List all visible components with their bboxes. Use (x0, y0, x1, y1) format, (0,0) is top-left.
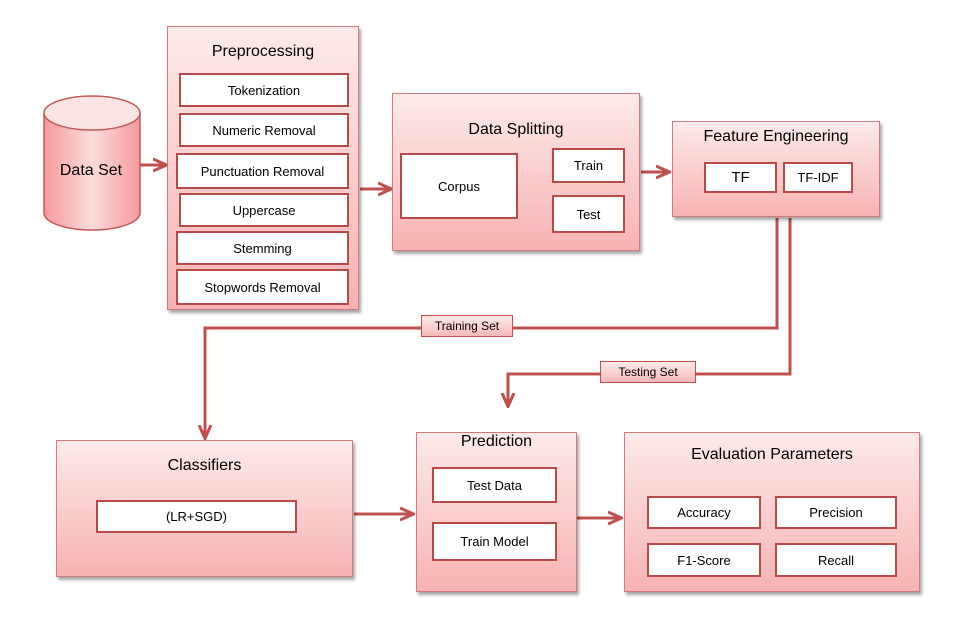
classifiers-title: Classifiers (167, 457, 242, 474)
train-model-box: Train Model (432, 522, 557, 561)
step-punctuation-removal: Punctuation Removal (176, 153, 349, 189)
model-box: (LR+SGD) (96, 500, 297, 533)
recall-box: Recall (775, 543, 897, 577)
step-stopwords-removal: Stopwords Removal (176, 269, 349, 305)
evaluation-title: Evaluation Parameters (691, 446, 853, 463)
dataset-label: Data Set (59, 162, 123, 179)
step-tokenization: Tokenization (179, 73, 349, 107)
test-data-box: Test Data (432, 467, 557, 503)
preprocessing-title: Preprocessing (211, 43, 315, 60)
classifiers-panel: Classifiers (56, 440, 353, 577)
test-box: Test (552, 195, 625, 233)
training-set-label: Training Set (421, 315, 513, 337)
tf-box: TF (704, 162, 777, 193)
step-stemming: Stemming (176, 231, 349, 265)
data-splitting-title: Data Splitting (468, 121, 564, 138)
step-uppercase: Uppercase (179, 193, 349, 227)
feature-engineering-title: Feature Engineering (703, 128, 849, 145)
testing-set-label: Testing Set (600, 361, 696, 383)
train-box: Train (552, 148, 625, 183)
tfidf-box: TF-IDF (783, 162, 853, 193)
corpus-box: Corpus (400, 153, 518, 219)
step-numeric-removal: Numeric Removal (179, 113, 349, 147)
accuracy-box: Accuracy (647, 496, 761, 529)
dataset-cylinder (43, 95, 141, 231)
f1-score-box: F1-Score (647, 543, 761, 577)
prediction-title: Prediction (460, 433, 533, 450)
prediction-panel: Prediction (416, 432, 577, 592)
precision-box: Precision (775, 496, 897, 529)
